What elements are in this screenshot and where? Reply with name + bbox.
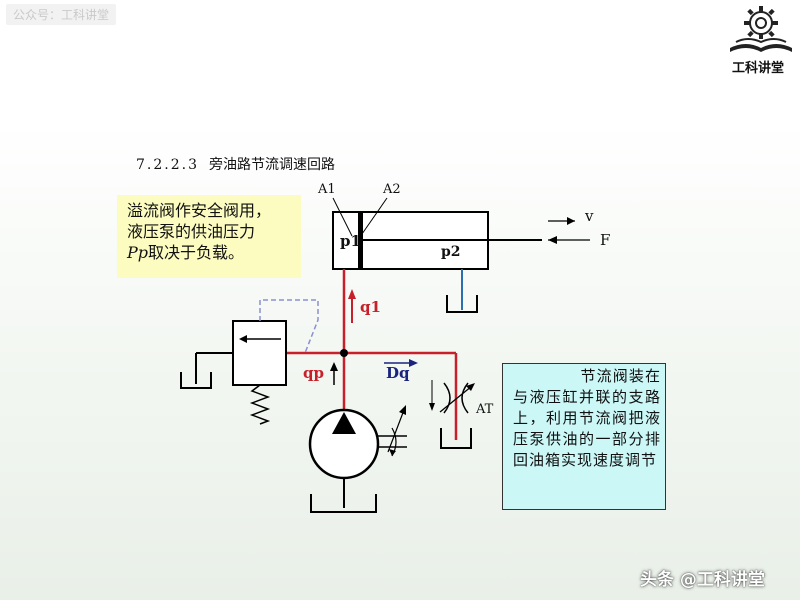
label-qp: qp (303, 364, 324, 382)
section-heading: 7.2.2.3 旁油路节流调速回路 (136, 154, 335, 174)
note-left-line3: 取决于负载。 (148, 243, 245, 262)
tank-relief (180, 372, 212, 389)
note-left-pp: Pp (127, 243, 149, 262)
logo-text: 工科讲堂 (732, 61, 785, 76)
label-p2: p2 (441, 244, 461, 260)
label-dq: Dq (386, 364, 410, 382)
relief-valve-arrowhead (239, 335, 247, 343)
pump-rotation-arrowhead (389, 449, 396, 456)
label-p1: p1 (340, 232, 361, 250)
note-left-line2: 液压泵的供油压力 (127, 222, 256, 241)
logo-gear-book-icon (730, 6, 792, 52)
junction-dot (340, 349, 348, 357)
relief-spring (249, 384, 271, 425)
pump-direction-triangle (332, 412, 356, 434)
throttle-side-arrowhead (429, 403, 435, 411)
tank-throttle (440, 428, 472, 449)
force-arrowhead (548, 236, 557, 244)
label-at: AT (476, 402, 494, 417)
throttle-adjust-arrowhead (466, 383, 475, 391)
a1-leader (332, 197, 353, 237)
label-v: v (585, 207, 594, 225)
throttle-adjust-arrow (439, 385, 473, 413)
piston (358, 212, 363, 269)
section-number: 7.2.2.3 (136, 157, 199, 173)
footer-watermark: 头条 @工科讲堂 (640, 570, 765, 590)
label-q1: q1 (360, 298, 381, 316)
note-throttle-valve: 节流阀装在与液压缸并联的支路上，利用节流阀把液压泵供油的一部分排回油箱实现速度调… (502, 363, 666, 510)
throttle-left-arc (443, 382, 451, 414)
throttle-right-arc (461, 382, 469, 414)
label-f: F (600, 231, 611, 249)
q1-arrowhead (348, 289, 356, 299)
watermark-tag: 公众号：工科讲堂 (6, 4, 117, 25)
section-title: 旁油路节流调速回路 (208, 157, 335, 173)
velocity-arrowhead (567, 217, 575, 225)
pump-variable-arrowhead (399, 405, 406, 415)
tank-right (446, 295, 478, 313)
pump-variable-arrow (387, 409, 405, 453)
tank-pump (310, 494, 377, 513)
note-relief-valve: 溢流阀作安全阀用， 液压泵的供油压力 Pp取决于负载。 (117, 195, 301, 278)
relief-valve-body (232, 320, 287, 386)
note-left-line1: 溢流阀作安全阀用， (127, 201, 272, 220)
label-a2: A2 (383, 182, 401, 197)
a2-leader (361, 197, 388, 235)
dq-arrowhead (409, 359, 418, 367)
qp-arrowhead (330, 362, 338, 371)
label-a1: A1 (318, 182, 336, 197)
